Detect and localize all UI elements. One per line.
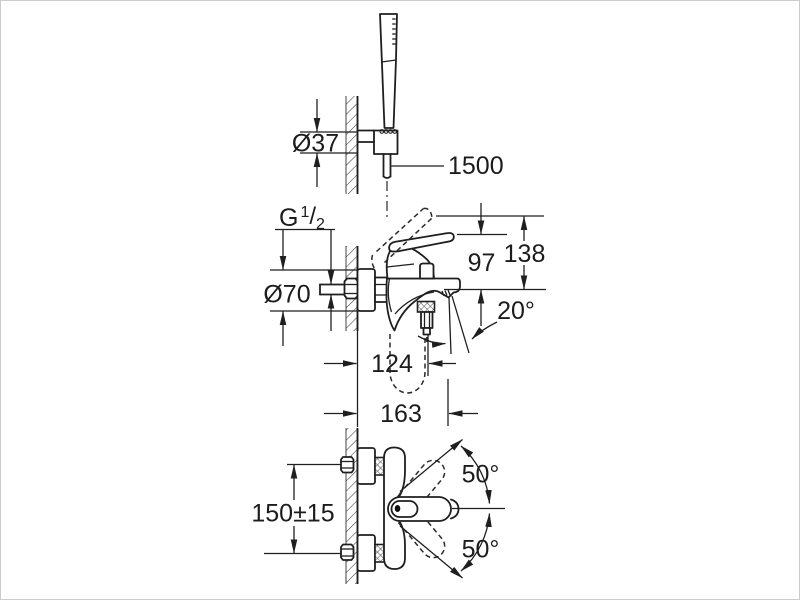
dim-height-97: 97 (444, 203, 546, 326)
label-holder-diameter: Ø37 (292, 130, 339, 158)
label-outlet-angle: 20° (497, 297, 535, 325)
spray-face-ticks (392, 18, 396, 45)
lever-raised-position-dashed (371, 207, 433, 269)
dim-lever-swing: 50° 50° (399, 439, 505, 579)
shower-hose (382, 153, 392, 218)
spout-mousseur (441, 289, 451, 297)
label-rosette-diameter: Ø70 (263, 281, 310, 309)
union-hex-nut (343, 277, 359, 300)
wall-rosette-side (356, 268, 376, 312)
label-hose-length: 1500 (448, 152, 504, 180)
wall-hatch-top (345, 96, 359, 194)
dim-holder-diameter: Ø37 (292, 99, 358, 187)
union-adapter (374, 276, 388, 303)
lever-handle-side (388, 232, 455, 253)
dim-connection-centers: 150±15 (251, 464, 335, 554)
parked-shower-outline-dashed (389, 334, 426, 394)
hose-outlet-connector (416, 300, 436, 345)
dim-height-138: 138 (436, 215, 546, 290)
lever-handle-front (387, 496, 460, 522)
label-depth-124: 124 (371, 350, 413, 378)
view-mixer-front: 50° 50° 150±15 (251, 428, 505, 584)
dim-depth-163: 163 (324, 379, 478, 428)
label-connection-centers: 150±15 (251, 500, 334, 528)
wall-hatch-middle (345, 246, 359, 427)
supply-pipe (319, 277, 359, 300)
hand-shower (379, 13, 398, 129)
shower-holder (356, 129, 399, 155)
label-swing-up: 50° (462, 461, 500, 489)
label-swing-down: 50° (462, 536, 500, 564)
dim-hose-length: 1500 (391, 152, 504, 180)
lever-detail-dot (394, 505, 401, 512)
view-hand-shower: Ø37 1500 (292, 13, 504, 218)
mixer-body-side (385, 277, 461, 332)
diverter-knob (419, 262, 435, 280)
dim-rosette-diameter: Ø70 (263, 230, 311, 346)
label-depth-163: 163 (380, 400, 422, 428)
label-height-138: 138 (504, 240, 546, 268)
dim-depth-124: 124 (324, 334, 456, 378)
dim-outlet-angle: 20° (417, 295, 535, 355)
grip-dots (379, 129, 398, 134)
label-height-97: 97 (468, 249, 496, 277)
